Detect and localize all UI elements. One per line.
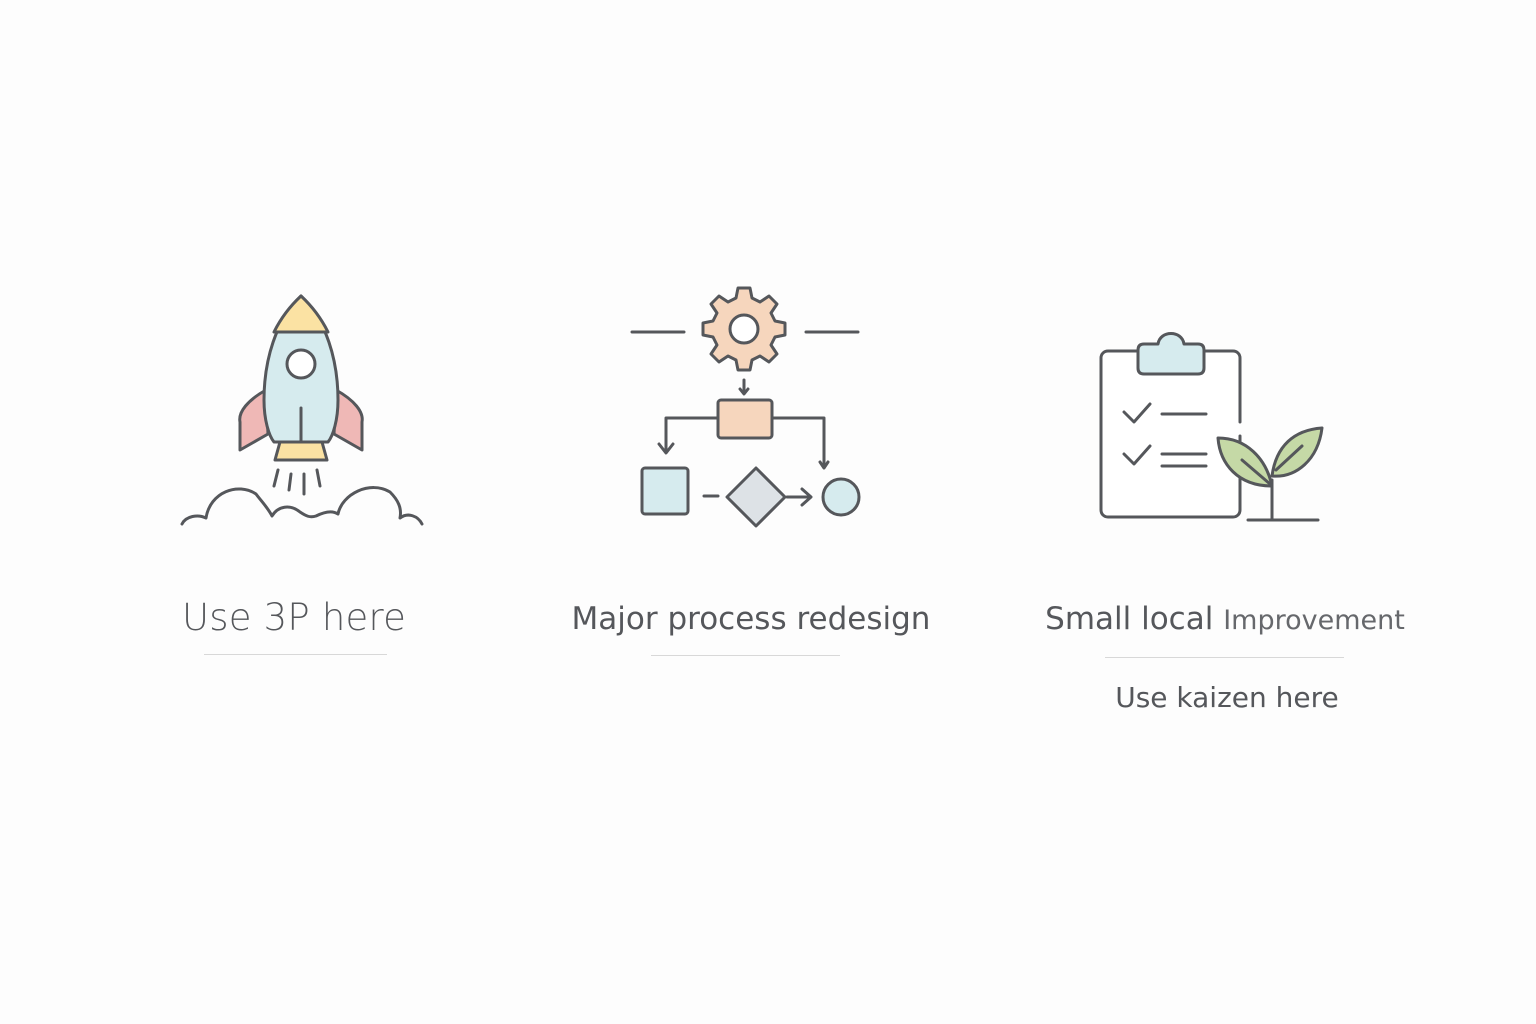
panel-label-kaizen-title: Small local Improvement: [1020, 601, 1430, 637]
label-main: Small local: [1045, 601, 1214, 637]
clipboard-plant-icon: [1096, 326, 1332, 532]
panel-sublabel-kaizen: Use kaizen here: [1115, 681, 1339, 714]
label-secondary: Improvement: [1223, 605, 1405, 636]
panel-label-3p: Use 3P here: [181, 596, 407, 639]
divider-rule: [1105, 657, 1344, 658]
panel-label-redesign: Major process redesign: [571, 601, 931, 637]
rocket-icon: [176, 290, 426, 530]
process-flow-icon: [628, 282, 868, 532]
divider-rule: [204, 654, 387, 655]
divider-rule: [651, 655, 840, 656]
check-icon: [1122, 402, 1152, 424]
check-icon: [1122, 444, 1152, 466]
